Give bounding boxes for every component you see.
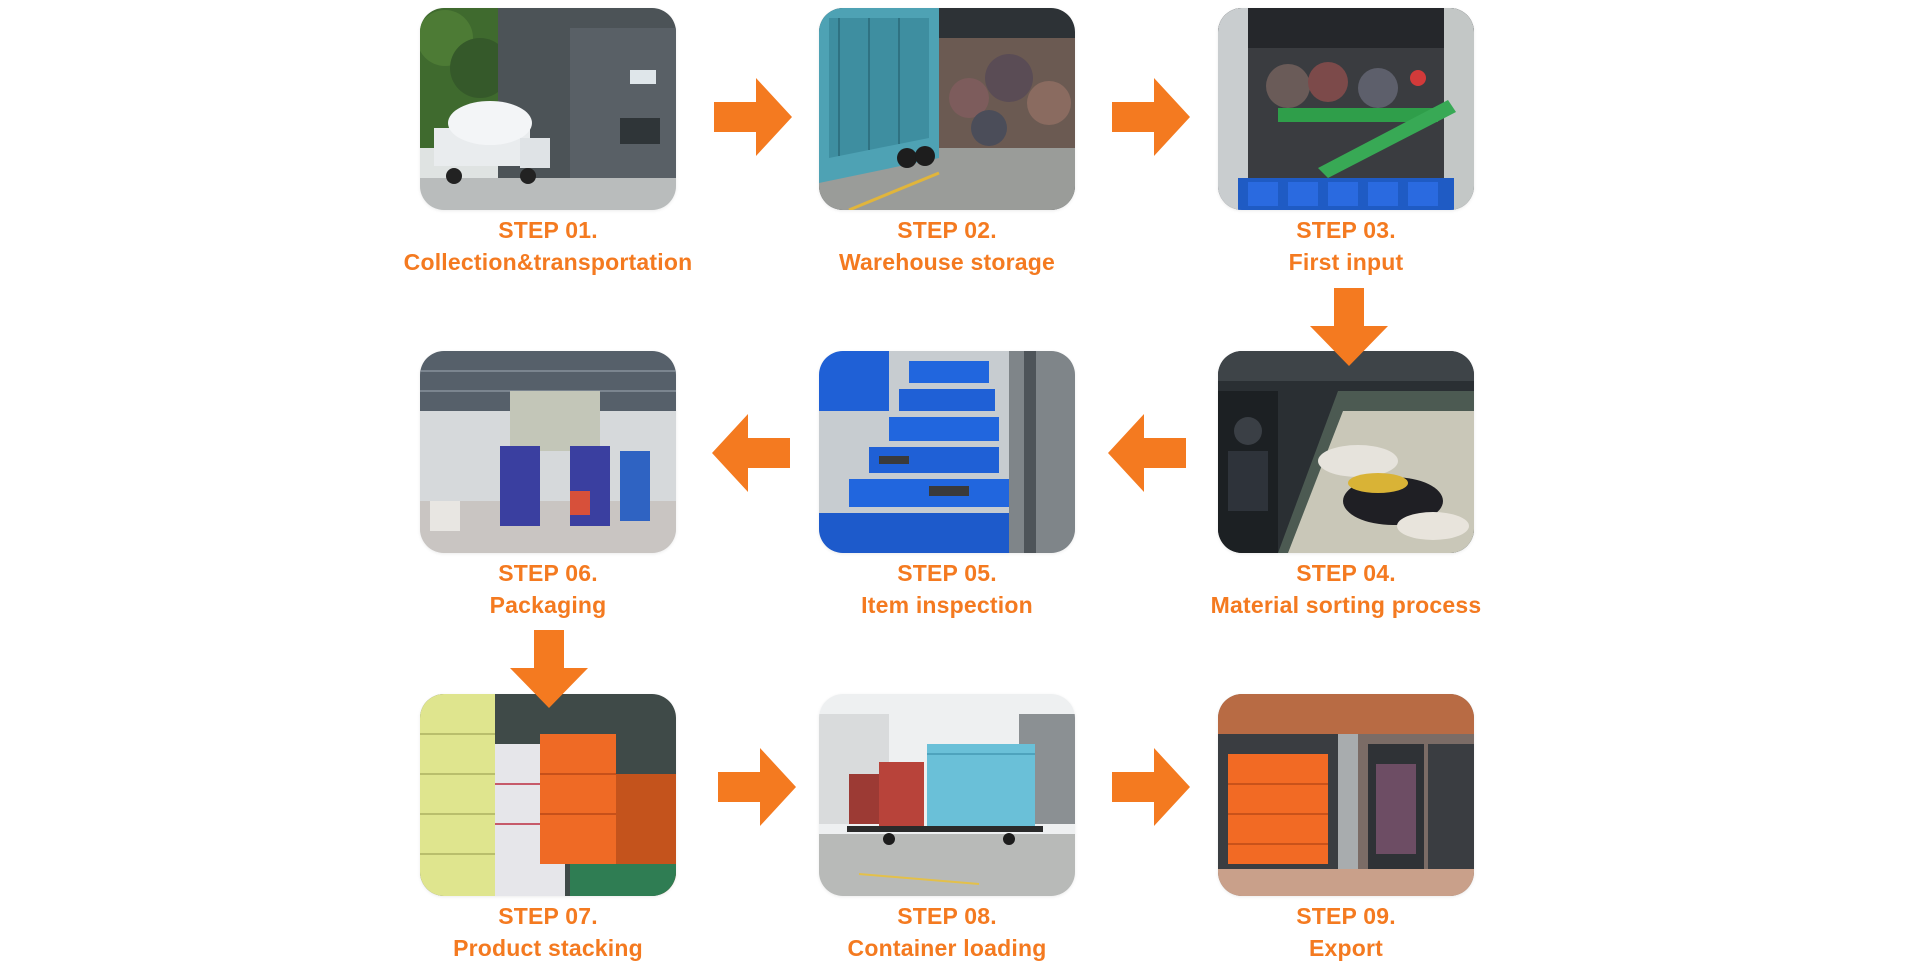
- left-arrow-icon: [712, 414, 790, 492]
- right-arrow-icon: [1112, 78, 1190, 156]
- step-07-title: Product stacking: [453, 935, 643, 961]
- step-06: STEP 06. Packaging: [398, 351, 698, 621]
- step-06-photo: [420, 351, 676, 553]
- step-03-title: First input: [1288, 249, 1404, 275]
- left-arrow-icon: [1108, 414, 1186, 492]
- step-09-number: STEP 09.: [1296, 903, 1396, 929]
- step-04-photo: [1218, 351, 1474, 553]
- stacked-bales-image: [420, 694, 676, 896]
- step-02-photo: [819, 8, 1075, 210]
- loaded-container-image: [1218, 694, 1474, 896]
- step-05-photo: [819, 351, 1075, 553]
- step-03: STEP 03. First input: [1196, 8, 1496, 278]
- truck-in-warehouse-image: [819, 8, 1075, 210]
- step-05-title: Item inspection: [861, 592, 1033, 618]
- right-arrow-icon: [718, 748, 796, 826]
- down-arrow-icon: [1310, 288, 1388, 366]
- step-04: STEP 04. Material sorting process: [1196, 351, 1496, 621]
- down-arrow-icon: [510, 630, 588, 708]
- step-01-number: STEP 01.: [498, 217, 598, 243]
- truck-at-building-image: [420, 8, 676, 210]
- step-09: STEP 09. Export: [1196, 694, 1496, 964]
- step-07: STEP 07. Product stacking: [398, 694, 698, 964]
- step-05-number: STEP 05.: [897, 560, 997, 586]
- step-07-number: STEP 07.: [498, 903, 598, 929]
- sorting-line-bins-image: [1218, 8, 1474, 210]
- step-07-photo: [420, 694, 676, 896]
- step-05: STEP 05. Item inspection: [797, 351, 1097, 621]
- step-02: STEP 02. Warehouse storage: [797, 8, 1097, 278]
- conveyor-clothing-image: [1218, 351, 1474, 553]
- step-08-title: Container loading: [847, 935, 1047, 961]
- step-04-number: STEP 04.: [1296, 560, 1396, 586]
- step-02-number: STEP 02.: [897, 217, 997, 243]
- step-08-photo: [819, 694, 1075, 896]
- shipping-containers-image: [819, 694, 1075, 896]
- step-09-title: Export: [1308, 935, 1384, 961]
- step-08: STEP 08. Container loading: [797, 694, 1097, 964]
- blue-crates-rows-image: [819, 351, 1075, 553]
- step-06-number: STEP 06.: [498, 560, 598, 586]
- step-06-title: Packaging: [489, 592, 607, 618]
- step-01-title: Collection&transportation: [403, 249, 693, 275]
- step-01: STEP 01. Collection&transportation: [398, 8, 698, 278]
- right-arrow-icon: [1112, 748, 1190, 826]
- right-arrow-icon: [714, 78, 792, 156]
- step-02-title: Warehouse storage: [839, 249, 1055, 275]
- step-08-number: STEP 08.: [897, 903, 997, 929]
- step-04-title: Material sorting process: [1210, 592, 1482, 618]
- step-01-photo: [420, 8, 676, 210]
- step-09-photo: [1218, 694, 1474, 896]
- baling-machines-image: [420, 351, 676, 553]
- step-03-number: STEP 03.: [1296, 217, 1396, 243]
- step-03-photo: [1218, 8, 1474, 210]
